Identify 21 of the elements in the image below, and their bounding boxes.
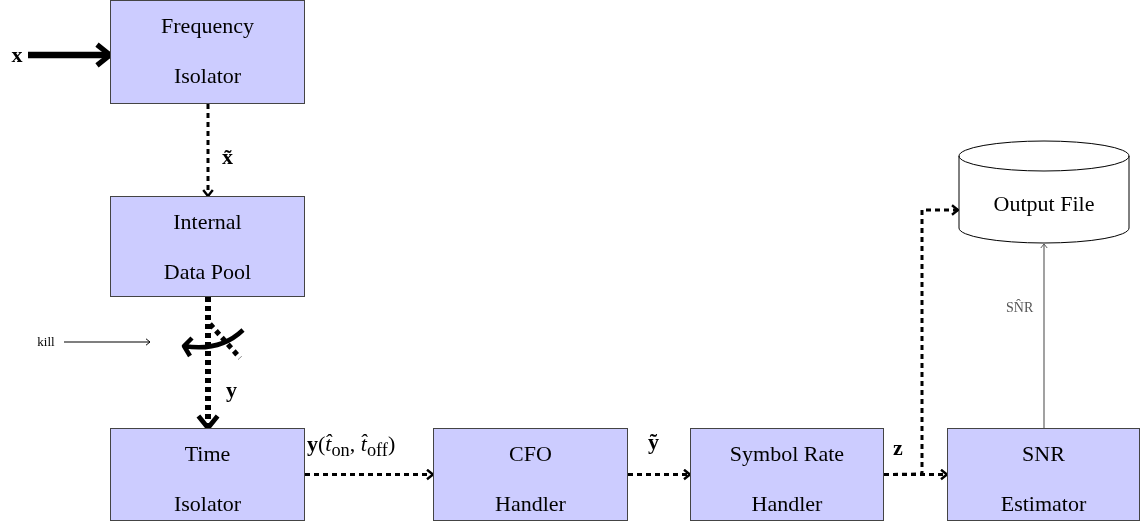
process-box <box>690 428 884 521</box>
node-label: Time Isolator <box>172 440 243 518</box>
arrow <box>305 468 435 481</box>
node-label: kill <box>37 333 55 351</box>
arrow <box>883 204 960 476</box>
node-label: SNR Estimator <box>999 440 1088 518</box>
process-box <box>110 0 305 104</box>
node-label: Output File <box>993 191 1095 216</box>
node-label: x <box>11 41 23 69</box>
node-label: Symbol Rate Handler <box>728 440 846 518</box>
node-label: Internal Data Pool <box>162 208 253 286</box>
node-label: CFO Handler <box>494 440 567 518</box>
arrow <box>1040 243 1048 429</box>
node-label: Frequency Isolator <box>160 12 255 90</box>
process-box <box>110 428 305 521</box>
process-box <box>433 428 628 521</box>
process-box <box>110 196 305 297</box>
arrow <box>628 468 692 481</box>
process-box <box>947 428 1140 521</box>
arrow <box>202 104 214 198</box>
arrow <box>63 338 151 346</box>
